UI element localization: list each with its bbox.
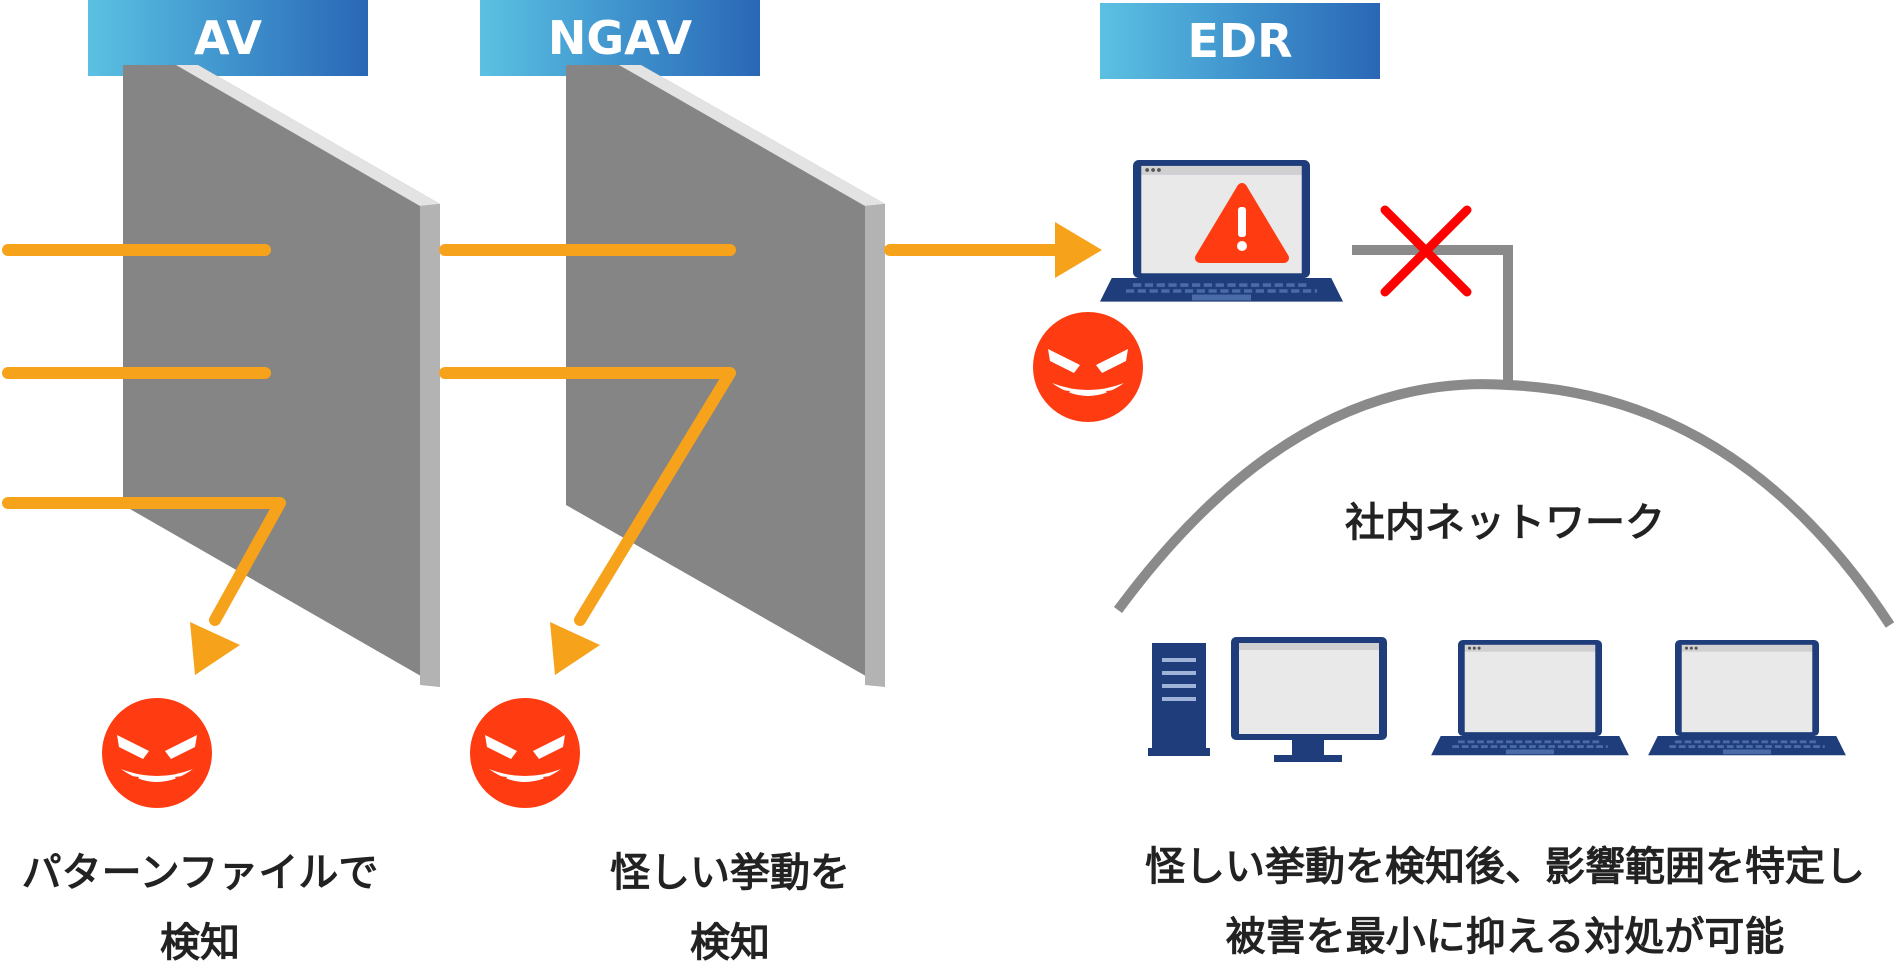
caption-av-line1: パターンファイルで: [21, 850, 379, 896]
caption-ngav: 怪しい挙動を 検知: [530, 838, 930, 978]
attack-arrows: [2, 244, 1066, 626]
label-ngav: NGAV: [480, 0, 760, 76]
caption-edr: 怪しい挙動を検知後、影響範囲を特定し 被害を最小に抑える対処が可能: [1110, 832, 1896, 972]
arrow-heads: [190, 222, 1102, 675]
warning-icon: [1195, 183, 1289, 263]
desktop-icon: [1231, 637, 1387, 762]
server-icon: [1148, 643, 1210, 756]
laptop-icon: [1646, 638, 1848, 757]
network-line: [1113, 245, 1895, 628]
caption-edr-line2: 被害を最小に抑える対処が可能: [1225, 914, 1785, 960]
caption-ngav-line2: 検知: [690, 920, 770, 966]
caption-edr-line1: 怪しい挙動を検知後、影響範囲を特定し: [1145, 844, 1865, 890]
threat-face-icon: [470, 698, 580, 808]
av-wall: [123, 65, 440, 687]
laptop-icon: [1429, 638, 1631, 757]
network-title: 社内ネットワーク: [1345, 500, 1665, 546]
label-av: AV: [88, 0, 368, 76]
caption-ngav-line1: 怪しい挙動を: [610, 850, 850, 896]
caption-av-line2: 検知: [160, 920, 240, 966]
threat-face-icon: [102, 698, 212, 808]
cross-icon: [1380, 205, 1472, 297]
caption-av: パターンファイルで 検知: [0, 838, 400, 978]
label-edr: EDR: [1100, 3, 1380, 79]
threat-face-icon: [1033, 312, 1143, 422]
